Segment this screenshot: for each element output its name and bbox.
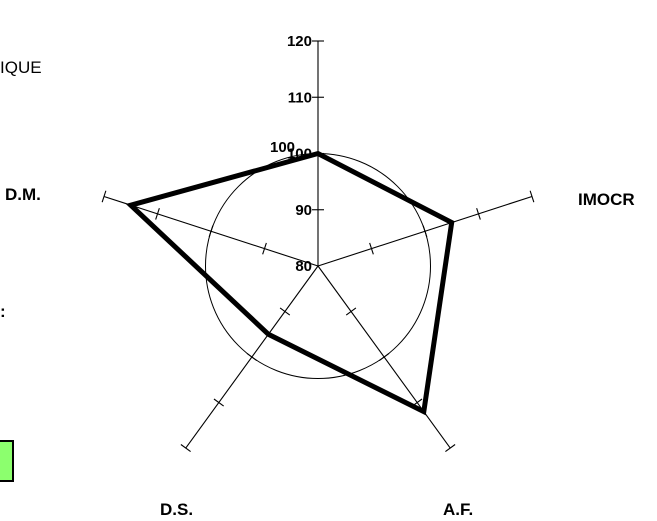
axis-tick-2-1 xyxy=(345,307,357,316)
tick-label-80: 80 xyxy=(295,258,312,275)
axis-label-2: A.F. xyxy=(443,500,473,519)
axis-tick-3-4 xyxy=(180,444,191,453)
series-layer xyxy=(125,150,455,416)
axis-tick-3-1 xyxy=(279,307,291,316)
page-title-fragment: IQUE xyxy=(0,58,42,77)
tick-label-120: 120 xyxy=(287,33,312,50)
axis-tick-4-4 xyxy=(101,190,107,203)
axis-tick-1-4 xyxy=(529,190,535,203)
axis-tick-1-1 xyxy=(369,242,374,255)
series-polygon-1 xyxy=(125,150,455,416)
axis-label-3: D.S. xyxy=(160,500,193,519)
tick-label-100: 100 xyxy=(287,146,312,163)
axis-label-5: 100 xyxy=(270,139,295,156)
label-colon-fragment: : xyxy=(0,302,6,321)
axis-label-4: D.M. xyxy=(5,185,41,204)
radar-grid xyxy=(101,40,535,453)
axis-tick-2-4 xyxy=(445,444,456,453)
axis-label-1: IMOCR xyxy=(578,190,635,209)
tick-label-layer: 80 90 100 110 120 xyxy=(287,33,312,275)
axis-tick-1-3 xyxy=(476,207,481,220)
axis-tick-4-1 xyxy=(262,242,267,255)
tick-label-90: 90 xyxy=(295,202,312,219)
legend-swatch xyxy=(0,440,14,482)
tick-label-110: 110 xyxy=(288,89,312,106)
axis-tick-4-3 xyxy=(155,207,160,220)
axis-tick-3-3 xyxy=(213,398,224,407)
axis-label-layer: IMOCR A.F. D.S. D.M. 100 xyxy=(5,139,635,519)
